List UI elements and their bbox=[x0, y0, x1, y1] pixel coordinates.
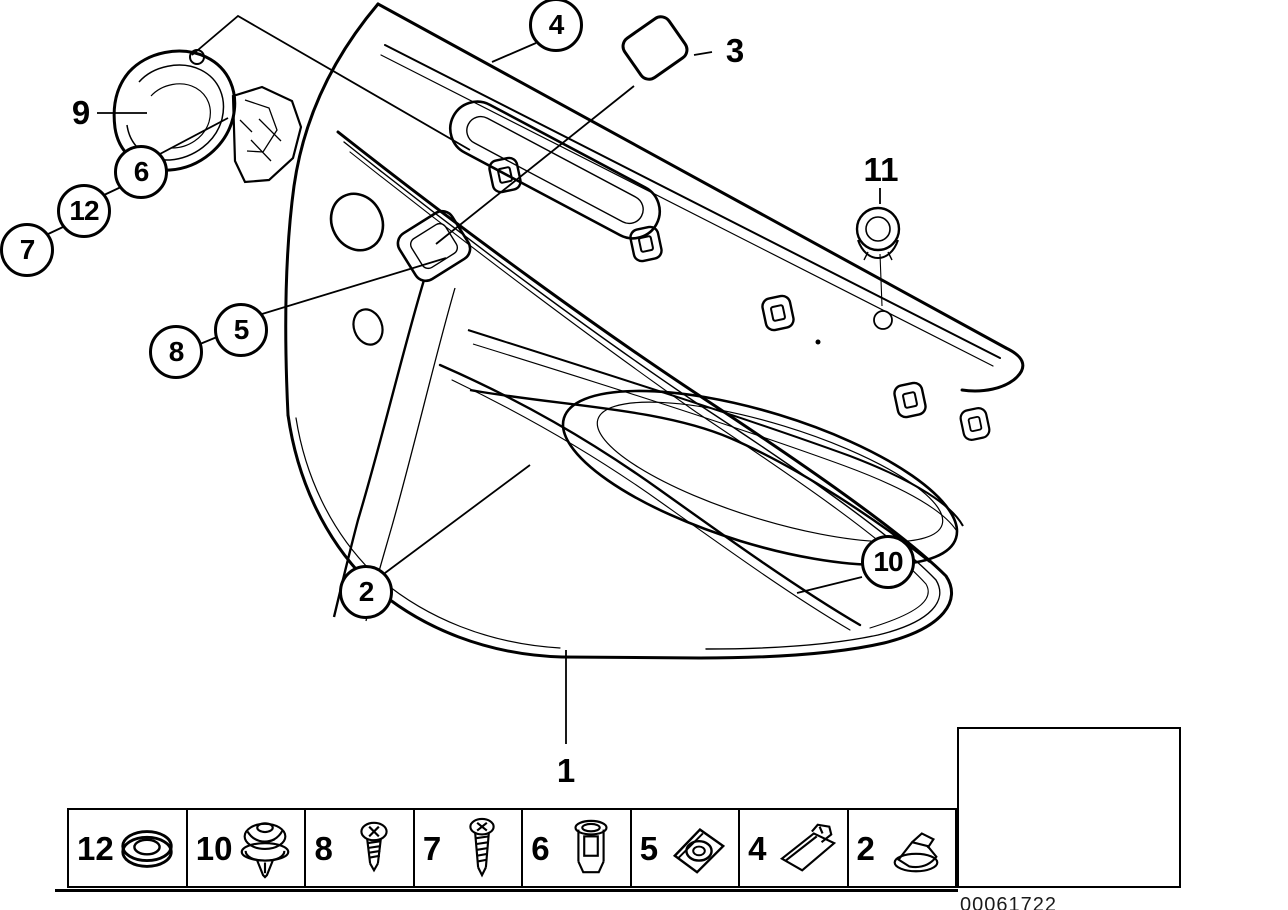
legend-number: 6 bbox=[531, 829, 550, 867]
clip-icon bbox=[885, 817, 947, 879]
legend-cell-2[interactable]: 2 bbox=[846, 810, 955, 886]
door-panel-outline bbox=[284, 2, 1025, 660]
washer-icon bbox=[116, 817, 178, 879]
clamp-nut-icon bbox=[668, 817, 730, 879]
legend-cell-10[interactable]: 10 bbox=[185, 810, 305, 886]
bracket-clip-icon bbox=[777, 817, 839, 879]
legend-number: 7 bbox=[422, 829, 442, 867]
callout-1[interactable]: 1 bbox=[556, 752, 576, 789]
parts-legend: 12 10 8 7 6 5 4 2 bbox=[67, 808, 957, 888]
callout-11[interactable]: 11 bbox=[863, 151, 899, 188]
legend-number: 12 bbox=[77, 829, 114, 867]
callout-10[interactable]: 10 bbox=[861, 535, 915, 589]
drawing-number: 00061722 bbox=[960, 894, 1057, 910]
legend-cell-6[interactable]: 6 bbox=[521, 810, 629, 886]
leader-lines bbox=[45, 14, 883, 744]
legend-cell-8[interactable]: 8 bbox=[304, 810, 412, 886]
legend-number: 10 bbox=[195, 829, 233, 867]
armrest bbox=[332, 279, 964, 622]
legend-cell-5[interactable]: 5 bbox=[629, 810, 738, 886]
callout-12[interactable]: 12 bbox=[57, 184, 111, 238]
callout-5[interactable]: 5 bbox=[214, 303, 268, 357]
panel-clip-marks bbox=[488, 156, 991, 441]
legend-cell-7[interactable]: 7 bbox=[412, 810, 521, 886]
blanking-cover bbox=[621, 15, 689, 81]
callout-2[interactable]: 2 bbox=[339, 565, 393, 619]
expanding-rivet-icon bbox=[234, 817, 296, 879]
screw-long-icon bbox=[451, 817, 513, 879]
callout-8[interactable]: 8 bbox=[149, 325, 203, 379]
legend-number: 5 bbox=[639, 829, 659, 867]
door-pull-slot bbox=[449, 100, 661, 240]
car-position-thumbnail[interactable] bbox=[957, 727, 1181, 888]
callout-6[interactable]: 6 bbox=[114, 145, 168, 199]
legend-cell-12[interactable]: 12 bbox=[69, 810, 186, 886]
legend-cell-4[interactable]: 4 bbox=[738, 810, 846, 886]
callout-7[interactable]: 7 bbox=[0, 223, 54, 277]
legend-baseline bbox=[55, 889, 958, 892]
screw-short-icon bbox=[343, 817, 405, 879]
legend-number: 4 bbox=[748, 829, 767, 867]
legend-number: 8 bbox=[314, 829, 333, 867]
legend-number: 2 bbox=[856, 829, 875, 867]
callout-9[interactable]: 9 bbox=[71, 94, 91, 131]
switch-bezel bbox=[329, 192, 472, 346]
callout-4[interactable]: 4 bbox=[529, 0, 583, 52]
callout-3[interactable]: 3 bbox=[725, 32, 745, 69]
grommet-part bbox=[855, 206, 901, 261]
expansion-nut-icon bbox=[560, 817, 622, 879]
